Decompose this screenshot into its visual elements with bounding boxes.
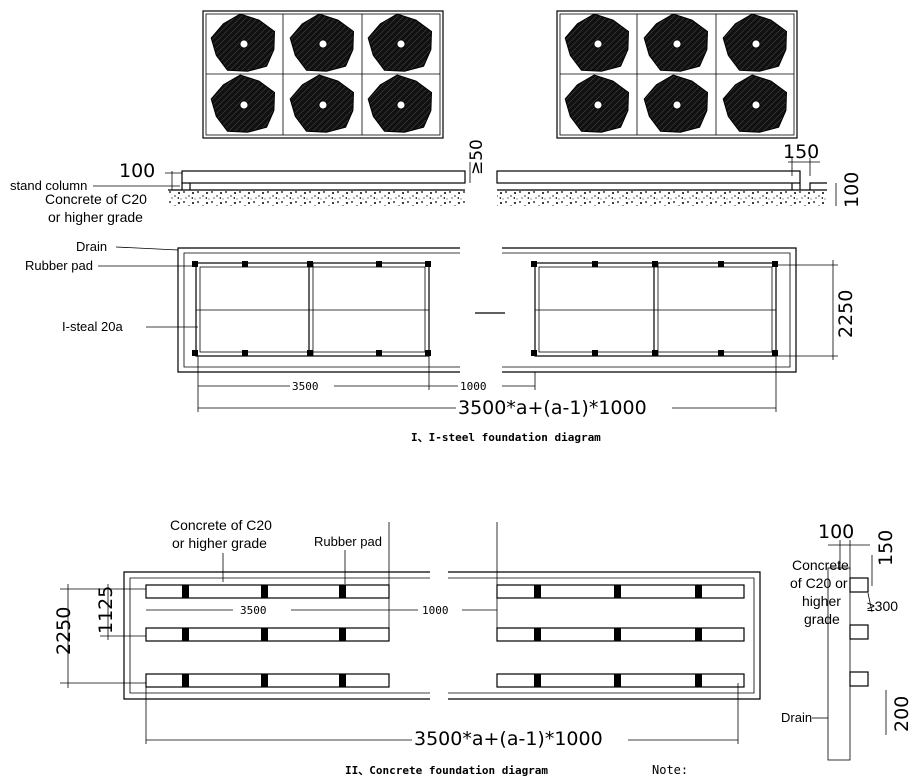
rubber-pad-icon [534,628,541,641]
dim-1000-plan2: 1000 [422,604,449,617]
rubber-pad-icon [242,350,248,356]
fan-hub-icon [318,39,328,49]
label-concrete-c20-plan2-2: or higher grade [172,535,267,551]
rubber-pad-icon [192,350,198,356]
rubber-pad-icon [261,628,268,641]
fan-hub-icon [318,100,328,110]
concrete-block-section [849,671,869,687]
dim-min-50: ≥50 [467,139,487,175]
dim-min-300: ≥300 [867,598,898,614]
fan-hub-icon [751,39,761,49]
rubber-pad-icon [376,350,382,356]
dim-1125: 1125 [95,586,117,634]
concrete-side-section: 100 150 ≥300 200 Concrete of C20 or high… [781,521,913,761]
label-concrete-c20-plan2-1: Concrete of C20 [170,517,272,533]
elevation-view: 100 ≥50 150 100 stand column Concrete of… [10,139,863,225]
i-steel-plan-view: 2250 3500 1000 3500*a+(a-1)*1000 Drain R… [25,239,857,444]
label-i-steel: I-steal 20a [62,319,123,334]
rubber-pad-icon [182,674,189,687]
label-rubber-pad: Rubber pad [25,258,93,273]
rubber-pad-icon [307,261,313,267]
rubber-pad-icon [182,585,189,598]
rubber-pad-icon [772,261,778,267]
fan-hub-icon [593,39,603,49]
label-concrete-c20-1: Concrete of C20 [45,191,147,207]
rubber-pad-icon [718,261,724,267]
rubber-pad-icon [614,628,621,641]
concrete-plan-view: 2250 1125 3500 1000 3500*a+(a-1)*1000 Co… [53,517,761,776]
rubber-pad-icon [534,674,541,687]
label-rubber-pad-plan2: Rubber pad [314,534,382,549]
rubber-pad-icon [376,261,382,267]
rubber-pad-icon [192,261,198,267]
rubber-pad-icon [339,674,346,687]
label-drain: Drain [76,239,107,254]
rubber-pad-icon [695,585,702,598]
fan-hub-icon [239,100,249,110]
label-side-concrete-3: higher [802,593,841,609]
rubber-pad-icon [242,261,248,267]
rubber-pad-icon [425,350,431,356]
fan-hub-icon [239,39,249,49]
fan-hub-icon [672,39,682,49]
formula-plan1: 3500*a+(a-1)*1000 [458,397,647,419]
fan-hub-icon [396,100,406,110]
rubber-pad-icon [307,350,313,356]
label-concrete-c20-2: or higher grade [48,209,143,225]
fan-hub-icon [672,100,682,110]
rubber-pad-icon [425,261,431,267]
concrete-gravel-left [168,190,465,206]
rubber-pad-icon [695,628,702,641]
label-side-concrete-1: Concrete [792,557,849,573]
rubber-pad-icon [531,350,537,356]
rubber-pad-icon [614,585,621,598]
rubber-pad-icon [652,350,658,356]
rubber-pad-icon [261,674,268,687]
rubber-pad-icon [339,585,346,598]
label-side-concrete-2: of C20 or [790,575,848,591]
fan-unit-right [556,10,798,139]
concrete-block-section [849,577,869,593]
rubber-pad-icon [614,674,621,687]
rubber-pad-icon [182,628,189,641]
rubber-pad-icon [592,350,598,356]
rubber-pad-icon [592,261,598,267]
dim-200: 200 [891,696,913,732]
note-label: Note: [652,763,688,776]
formula-plan2: 3500*a+(a-1)*1000 [414,728,603,750]
dim-150-side: 150 [875,530,897,566]
dim-100-side: 100 [818,521,854,543]
rubber-pad-icon [339,628,346,641]
dim-3500-plan1: 3500 [292,380,319,393]
concrete-gravel-right [497,190,827,206]
rubber-pad-icon [652,261,658,267]
fan-hub-icon [396,39,406,49]
rubber-pad-icon [531,261,537,267]
caption-concrete: II、Concrete foundation diagram [345,764,548,776]
concrete-block-section [849,624,869,640]
caption-i-steel: I、I-steel foundation diagram [411,431,601,444]
dim-3500-plan2: 3500 [240,604,267,617]
fan-hub-icon [751,100,761,110]
dim-1000-plan1: 1000 [460,380,487,393]
dim-150-top: 150 [783,141,819,163]
dim-100-right: 100 [841,172,863,208]
label-stand-column: stand column [10,178,87,193]
fan-unit-left [202,10,444,139]
rubber-pad-icon [534,585,541,598]
fan-hub-icon [593,100,603,110]
rubber-pad-icon [261,585,268,598]
dim-100-left: 100 [119,160,155,182]
dim-2250-plan2: 2250 [53,607,75,655]
rubber-pad-icon [695,674,702,687]
rubber-pad-icon [772,350,778,356]
dim-2250-plan1: 2250 [835,290,857,338]
label-side-concrete-4: grade [804,611,840,627]
label-drain-side: Drain [781,710,812,725]
rubber-pad-icon [718,350,724,356]
